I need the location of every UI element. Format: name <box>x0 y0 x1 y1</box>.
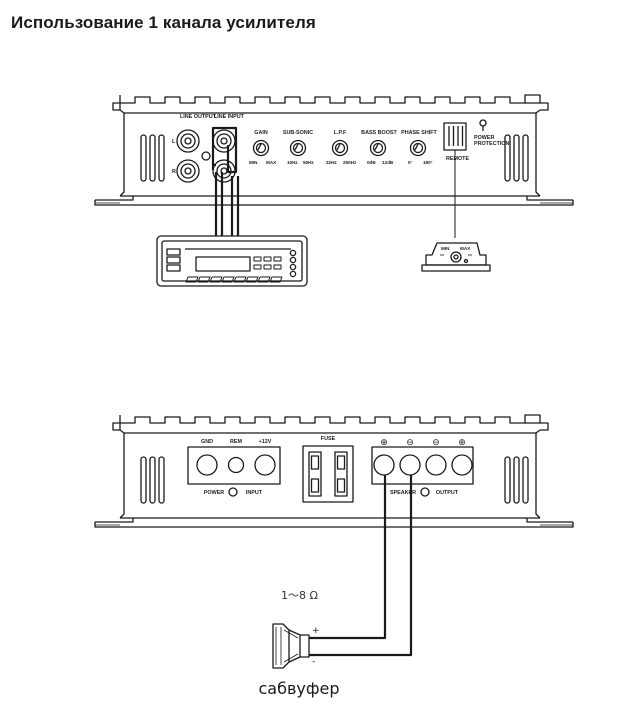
polarity-3: ⊖ <box>432 438 440 448</box>
fuse-label: FUSE <box>321 436 336 442</box>
top-amp-vents-right <box>504 134 529 182</box>
page-title: Использование 1 канала усилителя <box>11 13 316 32</box>
remote-unit-min: MIN <box>441 246 450 251</box>
gain-title: GAIN <box>254 130 268 136</box>
lpf-max: 250Hz <box>343 160 357 165</box>
speaker-plus-label: + <box>312 626 320 636</box>
bass-boost-min: 0dB <box>367 160 376 165</box>
remote-unit-max: MAX <box>460 246 471 251</box>
remote-port <box>443 122 467 151</box>
knob-sub-sonic <box>289 139 307 157</box>
remote-label: REMOTE <box>446 156 469 162</box>
bass-boost-title: BASS BOOST <box>361 130 397 136</box>
knob-bass-boost <box>369 139 387 157</box>
bottom-amplifier <box>94 414 574 528</box>
phase-shift-max: 180° <box>423 160 433 165</box>
lpf-min: 32Hz <box>326 160 337 165</box>
speaker-label: SPEAKER <box>390 490 416 496</box>
output-label: OUTPUT <box>436 490 459 496</box>
gain-max: MAX <box>266 160 277 165</box>
knob-lpf <box>331 139 349 157</box>
impedance-label: 1～8 Ω <box>281 589 318 602</box>
sub-sonic-title: SUB-SONIC <box>283 130 313 136</box>
sub-sonic-max: 50Hz <box>303 160 314 165</box>
line-output-label: LINE OUTPUT <box>180 114 217 120</box>
sub-sonic-min: 10Hz <box>287 160 298 165</box>
line-input-label: LINE INPUT <box>214 114 245 120</box>
power-protection-led <box>479 119 487 131</box>
channel-r-label: R <box>172 169 176 175</box>
head-unit <box>156 235 308 287</box>
input-label: INPUT <box>246 490 263 496</box>
speaker-terminal-block <box>371 446 474 497</box>
phase-shift-title: PHASE SHIFT <box>401 130 437 136</box>
rca-jacks <box>176 129 236 183</box>
polarity-2: ⊖ <box>406 438 414 448</box>
power-label: POWER <box>204 490 224 496</box>
power-terminal-block <box>187 446 281 497</box>
bottom-amp-vents-left <box>140 456 165 504</box>
knob-phase-shift <box>409 139 427 157</box>
fuse-block <box>302 445 354 503</box>
bass-boost-max: 12dB <box>382 160 394 165</box>
power-protection-label-2: PROTECTION <box>474 141 509 147</box>
top-amp-vents-left <box>140 134 165 182</box>
top-amplifier <box>94 94 574 206</box>
channel-l-label: L <box>172 139 176 145</box>
speaker-wires <box>309 475 413 657</box>
polarity-4: ⊕ <box>458 438 466 448</box>
knob-gain <box>252 139 270 157</box>
subwoofer-icon <box>272 623 310 669</box>
phase-shift-min: 0° <box>408 160 413 165</box>
lpf-title: L.P.F <box>334 130 347 136</box>
top-amp-heatsink-edge <box>119 94 541 104</box>
remote-bass-control <box>421 242 491 272</box>
plus12v-label: +12V <box>259 439 272 445</box>
speaker-minus-label: - <box>312 657 315 667</box>
subwoofer-caption: сабвуфер <box>258 679 339 698</box>
rem-label: REM <box>230 439 242 445</box>
bottom-amp-heatsink-edge <box>119 414 541 424</box>
gain-min: MIN <box>249 160 258 165</box>
rca-cables <box>211 126 240 236</box>
top-amp-body <box>119 109 541 197</box>
polarity-1: ⊕ <box>380 438 388 448</box>
bottom-amp-vents-right <box>504 456 529 504</box>
gnd-label: GND <box>201 439 213 445</box>
power-protection-label-1: POWER <box>474 135 494 141</box>
